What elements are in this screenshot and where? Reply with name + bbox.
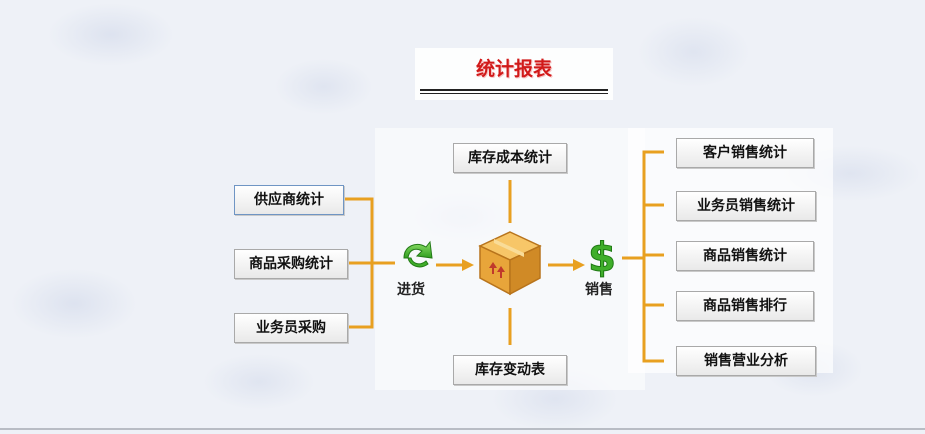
page-title: 统计报表 — [475, 58, 552, 80]
green-curved-arrow-icon[interactable] — [398, 236, 438, 276]
supplier-stats-button[interactable]: 供应商统计 — [234, 185, 344, 215]
dollar-sign-icon[interactable]: $ — [582, 234, 622, 279]
salesman-purchase-button[interactable]: 业务员采购 — [234, 313, 348, 343]
bottom-divider — [0, 428, 925, 430]
product-sales-ranking-button[interactable]: 商品销售排行 — [676, 291, 814, 321]
inbound-caption: 进货 — [397, 282, 425, 298]
cardboard-box-icon[interactable] — [474, 226, 546, 298]
arrowhead-to-box — [462, 259, 474, 271]
salesman-sales-stats-button[interactable]: 业务员销售统计 — [676, 191, 816, 221]
title-underline-thin — [420, 93, 608, 94]
product-sales-stats-button[interactable]: 商品销售统计 — [676, 241, 814, 271]
sales-business-analysis-button[interactable]: 销售营业分析 — [676, 346, 816, 376]
title-underline — [420, 89, 608, 91]
inventory-change-button[interactable]: 库存变动表 — [453, 355, 567, 385]
product-purchase-stats-button[interactable]: 商品采购统计 — [234, 249, 348, 279]
arrowhead-to-sales — [573, 259, 585, 271]
inventory-cost-stats-button[interactable]: 库存成本统计 — [453, 143, 567, 173]
title-panel: 统计报表 — [415, 48, 613, 100]
sales-caption: 销售 — [585, 282, 613, 298]
customer-sales-stats-button[interactable]: 客户销售统计 — [676, 138, 814, 168]
svg-text:$: $ — [588, 235, 616, 278]
